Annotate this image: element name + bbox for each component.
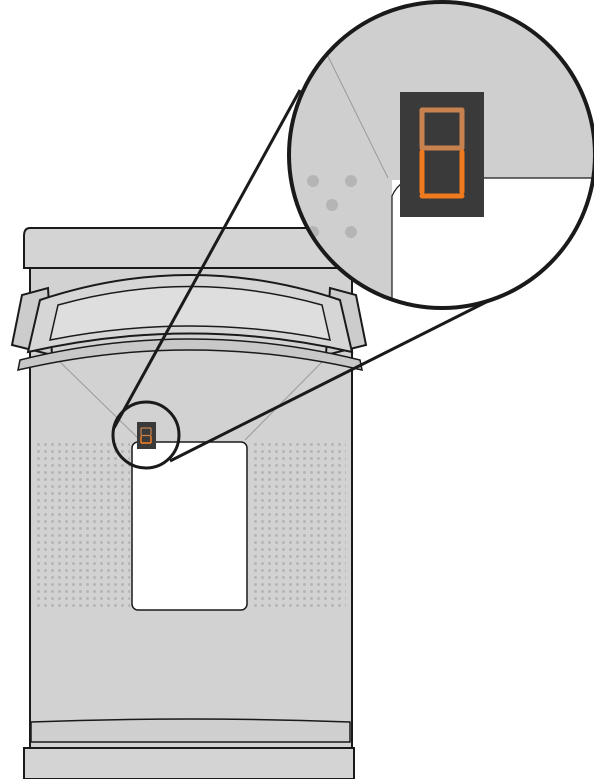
guide-line — [59, 361, 141, 441]
bottom-lip — [30, 718, 351, 743]
guide-line — [244, 361, 323, 441]
bottom-strip — [23, 747, 355, 779]
speaker-grille-icon — [34, 440, 130, 610]
display-window — [131, 441, 248, 611]
seven-segment-display-icon — [137, 422, 156, 449]
device-body — [10, 227, 368, 779]
callout-source-circle — [111, 400, 181, 470]
callout-connector — [112, 89, 302, 429]
speaker-grille-icon — [250, 440, 346, 610]
callout-connector — [169, 283, 521, 463]
carry-handle — [10, 274, 368, 371]
